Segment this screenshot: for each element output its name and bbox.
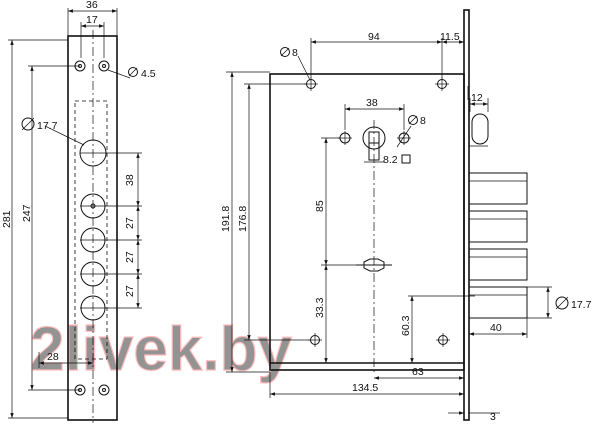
- dim-28: 28: [47, 351, 59, 363]
- deadbolt-2: [468, 210, 528, 243]
- dim-94: 94: [368, 31, 380, 43]
- dim-4-5: 4.5: [141, 68, 156, 80]
- dim-dia-8-spindle: 8: [420, 115, 426, 127]
- side-view-dimensions: 94 11.5 8 38 8 8.2 191.8 176.8: [220, 31, 592, 423]
- front-plate-dimensions: 36 17 4.5 17.7 281 247 38 27 27 27: [1, 0, 156, 419]
- dim-17: 17: [86, 14, 98, 26]
- dim-281: 281: [1, 210, 13, 228]
- dim-8-2: 8.2: [383, 154, 398, 166]
- dim-176-8: 176.8: [237, 206, 249, 232]
- dim-63: 63: [412, 366, 424, 378]
- dim-134-5: 134.5: [352, 382, 378, 394]
- dim-33-3: 33.3: [314, 297, 326, 318]
- latch-bolt: [471, 113, 489, 145]
- dim-60-3: 60.3: [400, 315, 412, 336]
- dim-27-pitch-a: 27: [124, 217, 136, 229]
- dim-36: 36: [86, 0, 98, 11]
- lock-body-side-view: [269, 9, 528, 421]
- dim-3: 3: [490, 411, 496, 423]
- watermark: 2livek.by: [30, 315, 292, 384]
- dim-dia-8-side: 8: [292, 47, 298, 59]
- faceplate: [67, 35, 118, 421]
- case-outline-hidden: [74, 100, 108, 360]
- dim-38-handle: 38: [366, 97, 378, 109]
- deadbolt-4: [468, 286, 528, 319]
- dim-85: 85: [314, 200, 326, 212]
- dim-27-pitch-c: 27: [124, 285, 136, 297]
- faceplate-side: [463, 9, 470, 421]
- dim-38-pitch: 38: [124, 174, 136, 186]
- dim-27-pitch-b: 27: [124, 251, 136, 263]
- deadbolt-1: [468, 172, 528, 205]
- dim-11-5: 11.5: [440, 31, 460, 43]
- lock-case: [269, 73, 465, 371]
- dim-247: 247: [21, 204, 33, 222]
- deadbolt-3: [468, 248, 528, 281]
- dim-17-7-cyl: 17.7: [37, 120, 58, 132]
- dim-dia-17-7-bolt: 17.7: [571, 299, 592, 311]
- dim-191-8: 191.8: [220, 206, 232, 232]
- dim-40: 40: [490, 322, 502, 334]
- dim-12: 12: [471, 92, 483, 104]
